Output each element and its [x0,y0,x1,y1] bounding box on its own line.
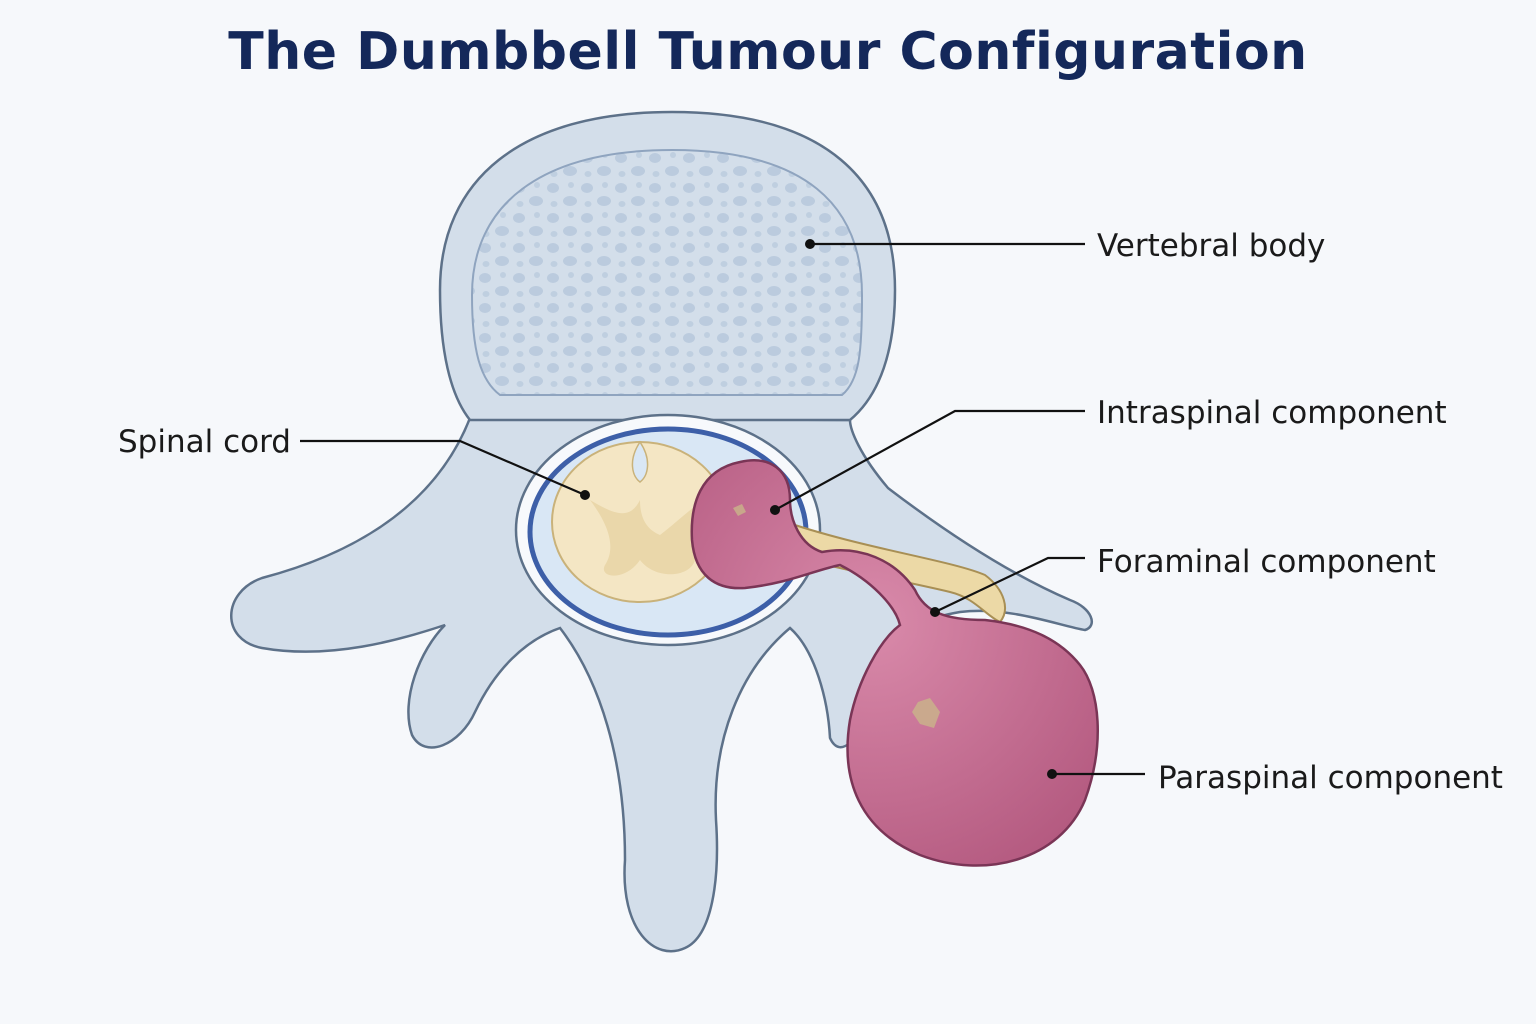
cancellous-bone [472,150,862,395]
leader-intraspinal [774,409,1085,511]
dot-vertebral-body [805,239,815,249]
leader-foraminal [934,556,1085,613]
dot-intraspinal [770,505,780,515]
label-spinal-cord: Spinal cord [118,424,291,460]
label-foraminal-component: Foraminal component [1097,544,1436,580]
label-paraspinal-component: Paraspinal component [1158,760,1503,796]
dumbbell-tumour [690,459,1099,867]
leader-lines [300,239,1145,779]
leader-spinal-cord [300,439,586,497]
dot-paraspinal [1047,769,1057,779]
label-vertebral-body: Vertebral body [1097,228,1325,264]
tumour-necrosis-spot [912,698,940,728]
dot-spinal-cord [580,490,590,500]
tumour-necrosis-spot-small [733,504,746,516]
dot-foraminal [930,607,940,617]
grey-matter [590,499,712,576]
diagram-title: The Dumbbell Tumour Configuration [228,22,1308,82]
cancellous-bone-outline [470,148,864,396]
label-intraspinal-component: Intraspinal component [1097,395,1447,431]
anterior-median-fissure [631,440,649,483]
